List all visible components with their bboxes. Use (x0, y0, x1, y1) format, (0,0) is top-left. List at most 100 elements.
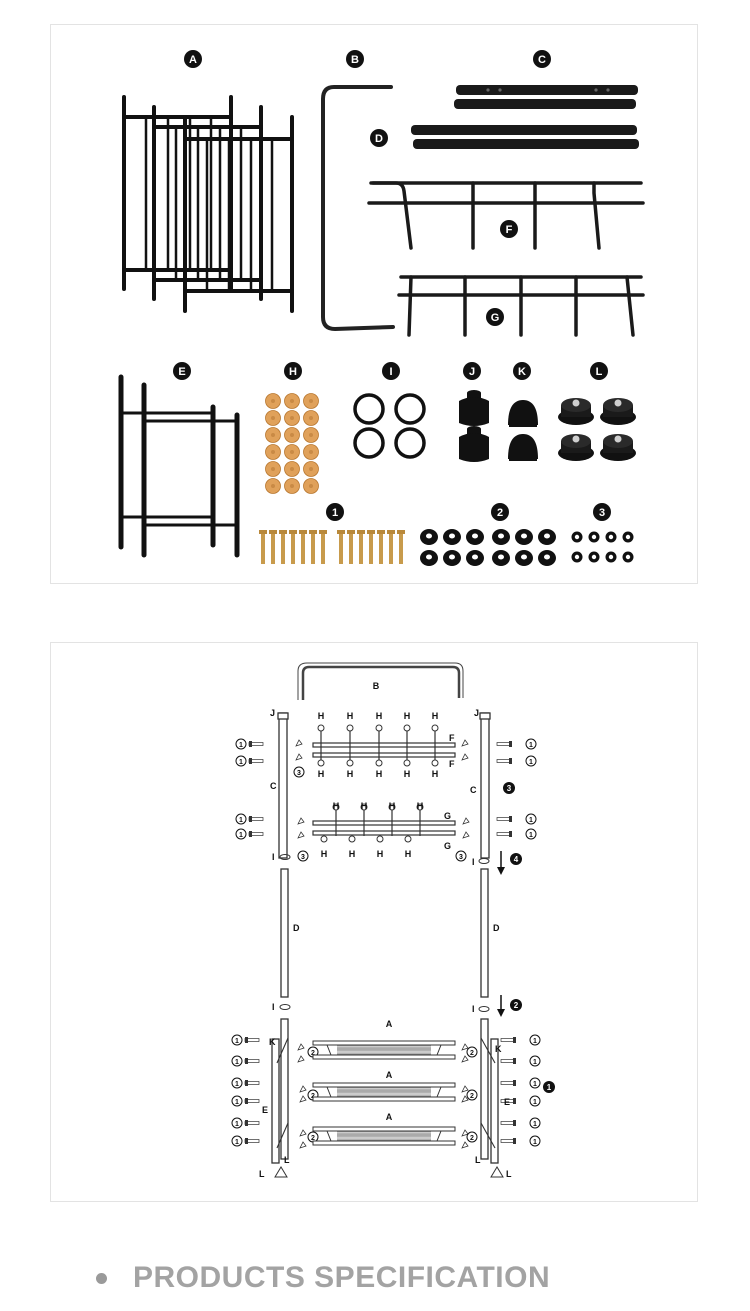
label-l-left-upper: L (284, 1155, 290, 1165)
part-e-side-ladders (118, 374, 240, 558)
label-i-right-upper: I (472, 857, 475, 867)
svg-text:K: K (518, 366, 526, 378)
step3-upper-right: 3 (503, 782, 515, 794)
svg-text:I: I (389, 366, 392, 378)
svg-text:1: 1 (235, 1081, 239, 1088)
part-c-tubes (454, 85, 638, 109)
svg-text:1: 1 (239, 817, 243, 824)
badge-2: 2 (491, 503, 509, 521)
label-k-right: K (495, 1044, 502, 1054)
parts-illustration: A B C D E F G H I J K L 1 2 3 (118, 50, 645, 566)
label-c-left: C (270, 781, 277, 791)
svg-text:3: 3 (599, 507, 605, 519)
step4-arrow: 4 (497, 851, 522, 875)
label-k-left: K (269, 1037, 276, 1047)
lower-side-frames (271, 1018, 499, 1164)
label-h: H (333, 801, 340, 811)
assembly-f-rail (312, 742, 456, 758)
label-h: H (376, 711, 383, 721)
svg-text:1: 1 (235, 1059, 239, 1066)
svg-text:1: 1 (239, 832, 243, 839)
badge-H: H (284, 362, 302, 380)
label-h: H (347, 711, 354, 721)
svg-text:1: 1 (529, 817, 533, 824)
assembly-top-bar (301, 665, 461, 700)
svg-text:1: 1 (235, 1139, 239, 1146)
svg-text:1: 1 (239, 742, 243, 749)
label-f-bottom: F (449, 759, 455, 769)
badge-1: 1 (326, 503, 344, 521)
badge-F: F (500, 220, 518, 238)
label-h: H (347, 769, 354, 779)
svg-text:1: 1 (239, 759, 243, 766)
label-h: H (349, 849, 356, 859)
svg-text:1: 1 (529, 742, 533, 749)
step3-mid-right: 3 (455, 850, 467, 862)
label-h: H (389, 801, 396, 811)
badge-B: B (346, 50, 364, 68)
label-h: H (318, 769, 325, 779)
step1-badge: 1 (543, 1081, 555, 1093)
label-b: B (373, 681, 380, 691)
section-heading: PRODUCTS SPECIFICATION (96, 1258, 550, 1298)
svg-text:3: 3 (297, 770, 301, 777)
badge-L: L (590, 362, 608, 380)
label-h: H (377, 849, 384, 859)
badge-3: 3 (593, 503, 611, 521)
label-h: H (321, 849, 328, 859)
label-i-right-lower: I (472, 1004, 475, 1014)
svg-text:1: 1 (529, 759, 533, 766)
svg-text:1: 1 (533, 1099, 537, 1106)
svg-text:D: D (375, 133, 383, 145)
label-i-left-upper: I (272, 852, 275, 862)
label-l-left: L (259, 1169, 265, 1179)
section-title: PRODUCTS SPECIFICATION (133, 1261, 551, 1294)
svg-text:1: 1 (533, 1081, 537, 1088)
part-l-feet (558, 398, 636, 461)
label-a-2: A (386, 1070, 393, 1080)
part-a-frames (122, 95, 294, 313)
middle-tubes (280, 868, 489, 998)
part-i-rings (353, 393, 426, 459)
label-d-left: D (293, 923, 300, 933)
svg-text:2: 2 (470, 1093, 474, 1100)
step2-arrow: 2 (497, 995, 522, 1017)
upper-tubes (277, 712, 491, 859)
svg-text:J: J (469, 366, 475, 378)
svg-text:C: C (538, 54, 546, 66)
part-g-hook-rail (397, 275, 645, 337)
svg-text:2: 2 (514, 1001, 519, 1010)
part-2-nuts (420, 529, 556, 566)
parts-panel: A B C D E F G H I J K L 1 2 3 (50, 24, 698, 584)
label-j-right: J (474, 708, 479, 718)
svg-text:2: 2 (311, 1050, 315, 1057)
assembly-shelves (312, 1040, 456, 1146)
svg-text:1: 1 (533, 1121, 537, 1128)
part-1-bolts (259, 530, 405, 564)
label-h: H (405, 849, 412, 859)
label-c-right: C (470, 785, 477, 795)
svg-text:B: B (351, 54, 359, 66)
badge-G: G (486, 308, 504, 326)
svg-text:1: 1 (235, 1099, 239, 1106)
label-h: H (376, 769, 383, 779)
svg-text:1: 1 (547, 1083, 552, 1092)
svg-text:L: L (596, 366, 603, 378)
label-i-left-lower: I (272, 1002, 275, 1012)
svg-text:3: 3 (301, 854, 305, 861)
label-h: H (361, 801, 368, 811)
label-a-3: A (386, 1112, 393, 1122)
svg-text:H: H (289, 366, 297, 378)
part-h-knobs (265, 393, 319, 494)
badge-A: A (184, 50, 202, 68)
svg-text:2: 2 (470, 1050, 474, 1057)
svg-text:1: 1 (533, 1038, 537, 1045)
label-f-top: F (449, 733, 455, 743)
label-h: H (404, 711, 411, 721)
label-j-left: J (270, 708, 275, 718)
bullet-icon (96, 1272, 107, 1284)
label-e-right: E (504, 1097, 510, 1107)
svg-text:E: E (178, 366, 185, 378)
